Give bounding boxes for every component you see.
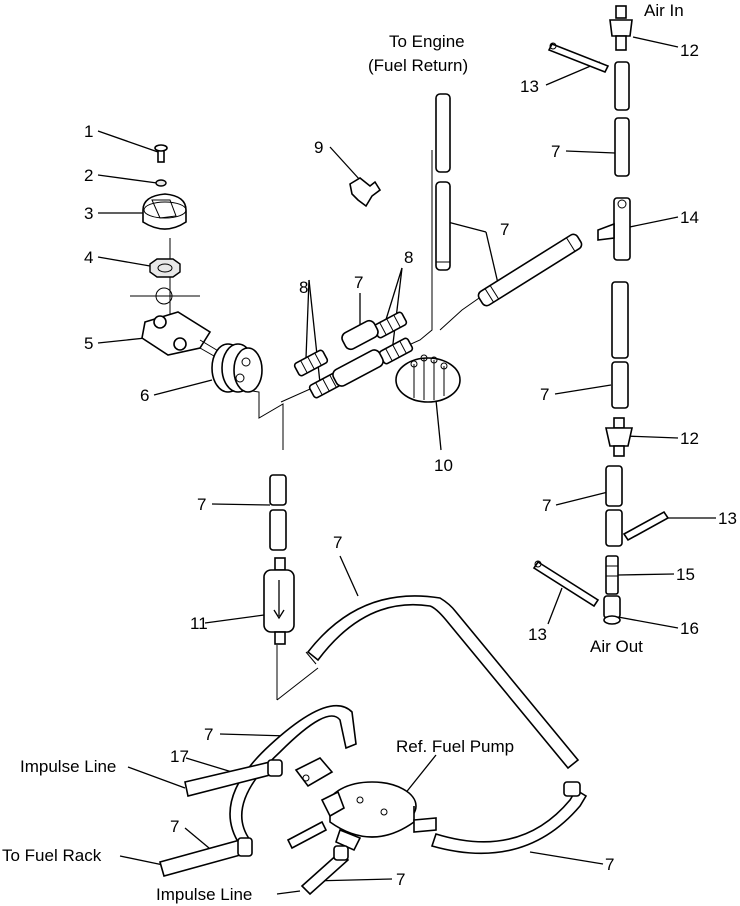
part-number-7-long-hose: 7: [333, 533, 342, 552]
part-number-10: 10: [434, 456, 453, 475]
impulse-hose-part-17: [184, 759, 283, 797]
tie-strap-part-13-right: [622, 510, 670, 542]
pump-connector-hose: [286, 820, 328, 850]
part-number-4: 4: [84, 248, 93, 267]
manifold-plate-part-10: [395, 354, 461, 403]
part-number-11: 11: [190, 614, 208, 633]
screw-part-1: [154, 144, 168, 163]
hose-fittings-part-8: [293, 311, 414, 399]
right-hose-segment-1: [614, 61, 630, 177]
return-hose-diagonal: [477, 233, 583, 307]
part-number-7-pump-outlet: 7: [605, 855, 614, 874]
part-number-12-top: 12: [680, 41, 699, 60]
clip-part-9: [349, 177, 382, 208]
part-number-7-right-low: 7: [542, 496, 551, 515]
filter-hose-part-7: [269, 474, 287, 551]
tie-strap-part-13-bottom: [532, 560, 600, 608]
tee-fitting-part-14: [597, 197, 631, 261]
fuel-rack-hose-part-7: [159, 837, 253, 877]
return-hose-vertical: [435, 93, 451, 271]
part-number-14: 14: [680, 208, 699, 227]
part-number-13-right: 13: [718, 509, 737, 528]
part-number-2: 2: [84, 166, 93, 185]
leader-lines: [97, 36, 716, 895]
impulse-line-label-top: Impulse Line: [20, 757, 116, 776]
part-number-7-right-mid: 7: [540, 385, 549, 404]
part-number-7-fuel-rack: 7: [170, 817, 179, 836]
part-number-8-left: 8: [299, 278, 308, 297]
to-fuel-rack-label: To Fuel Rack: [2, 846, 102, 865]
fuel-filter-part-11: [263, 557, 295, 645]
fuel-return-label: (Fuel Return): [368, 56, 468, 75]
fitting-part-12-lower: [605, 417, 633, 457]
part-number-7-impulse-bottom: 7: [396, 870, 405, 889]
part-number-7-filter-hose: 7: [197, 495, 206, 514]
part-number-7-loop-hose: 7: [204, 725, 213, 744]
part-number-12-bottom: 12: [680, 429, 699, 448]
part-number-7-center: 7: [354, 273, 363, 292]
short-hoses-part-7: [332, 319, 384, 387]
adapter-part-15: [605, 555, 619, 595]
right-hose-segment-3: [605, 465, 623, 547]
part-number-15: 15: [676, 565, 695, 584]
part-number-17: 17: [170, 747, 189, 766]
ref-fuel-pump: [320, 781, 437, 852]
right-hose-segment-2: [611, 281, 629, 409]
part-number-8-right: 8: [404, 248, 413, 267]
part-number-7-right-top: 7: [551, 142, 560, 161]
washer-part-2: [155, 179, 167, 187]
tee-fitting-center: [294, 757, 334, 788]
impulse-hose-bottom-part-7: [300, 845, 350, 896]
air-out-fitting-part-16: [603, 595, 621, 625]
o-ring-symbol: [130, 287, 200, 305]
nut-part-4: [149, 258, 181, 278]
air-out-label: Air Out: [590, 637, 643, 656]
air-in-label: Air In: [644, 1, 684, 20]
pulley-part-6: [211, 343, 263, 393]
part-number-13-bottom: 13: [528, 625, 547, 644]
part-number-9: 9: [314, 138, 323, 157]
part-number-16: 16: [680, 619, 699, 638]
long-hose-to-pump: [305, 595, 580, 770]
tie-strap-part-13-top: [547, 42, 610, 74]
part-number-5: 5: [84, 334, 93, 353]
part-number-7-engine-hose: 7: [500, 220, 509, 239]
part-number-13-top: 13: [520, 77, 539, 96]
part-number-1: 1: [84, 122, 93, 141]
part-number-3: 3: [84, 204, 93, 223]
air-in-fitting-part-12: [609, 5, 633, 51]
to-engine-label: To Engine: [389, 32, 465, 51]
ref-fuel-pump-label: Ref. Fuel Pump: [396, 737, 514, 756]
pump-outlet-hose-part-7: [430, 781, 588, 855]
impulse-line-label-bottom: Impulse Line: [156, 885, 252, 904]
part-number-6: 6: [140, 386, 149, 405]
cap-part-3: [142, 193, 187, 230]
